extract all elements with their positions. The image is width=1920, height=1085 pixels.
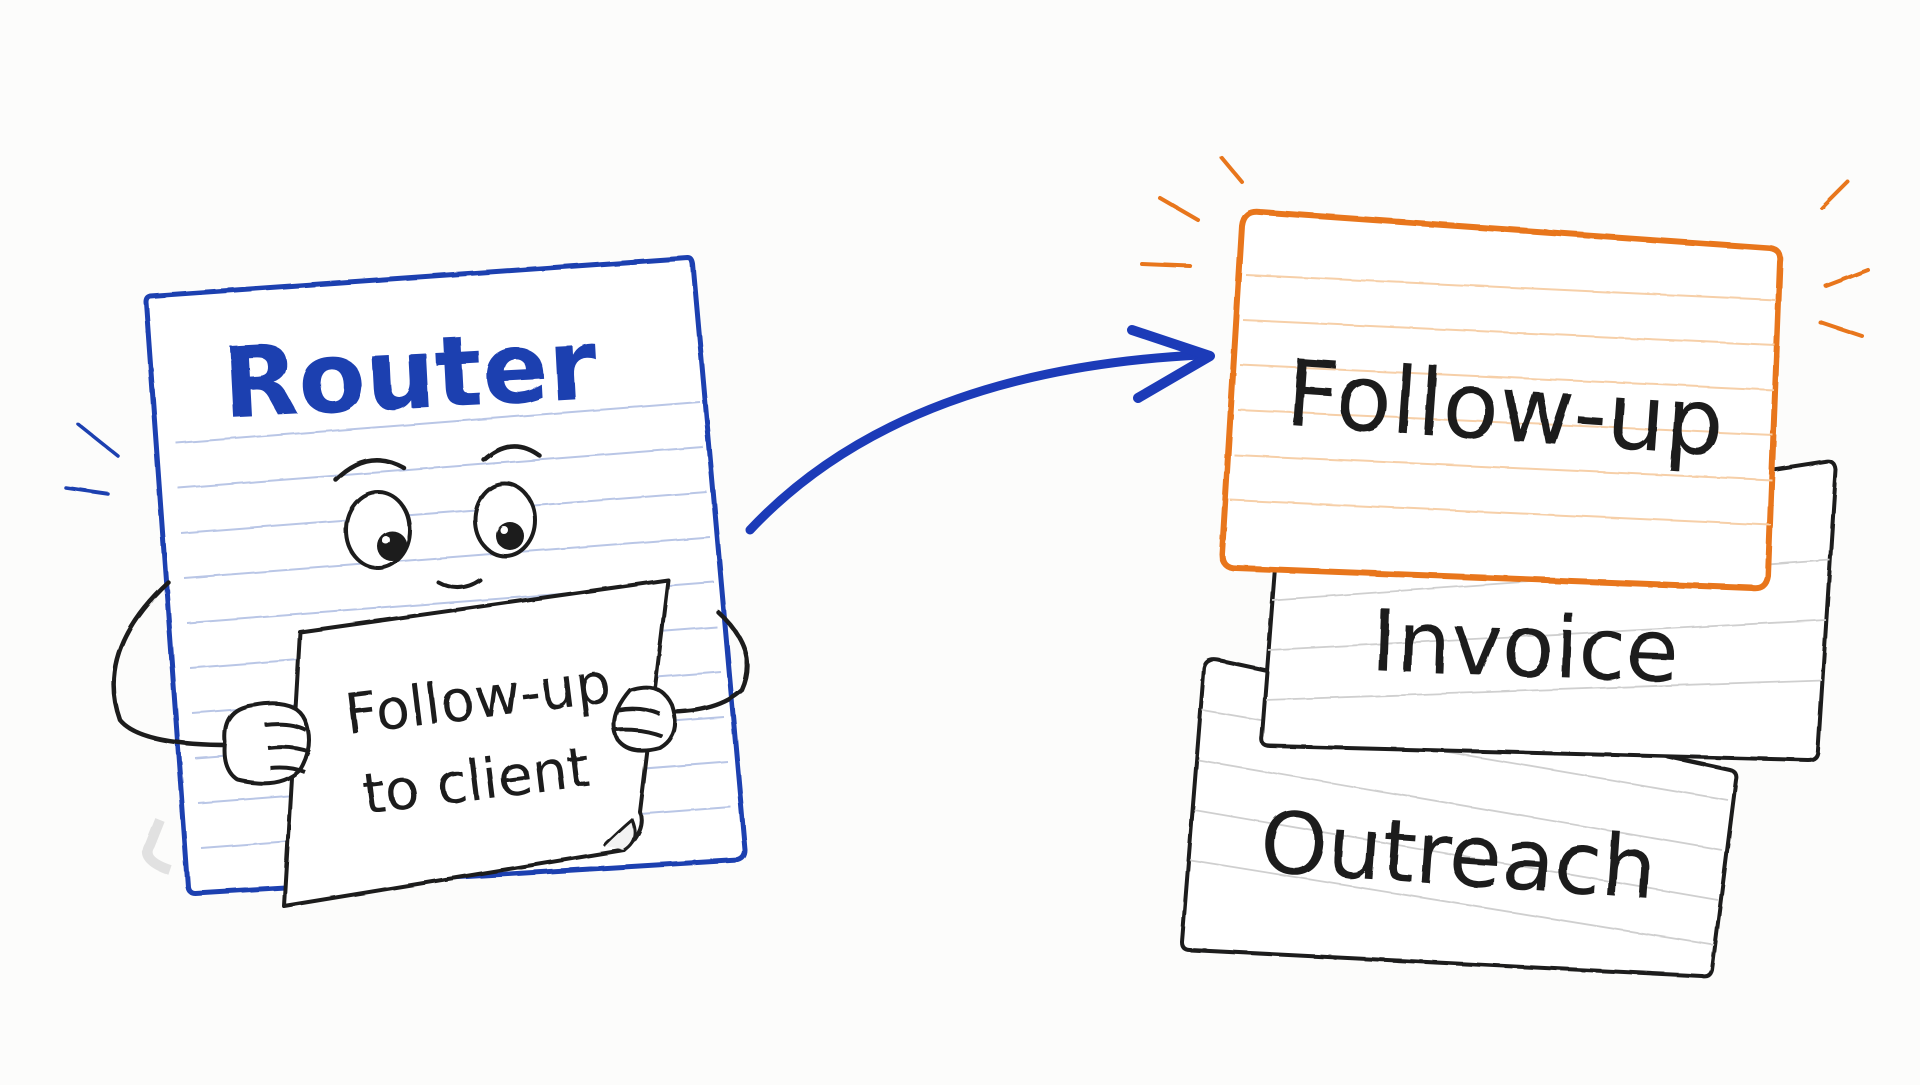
router-title: Router [220,308,600,441]
router-character: Router Follow-up to client [64,255,750,908]
router-smile [436,578,482,590]
motion-lines-left [64,422,120,496]
card-stack: Outreach Invoice Follow-up [1140,156,1870,979]
router-arms [111,579,750,748]
routing-arrow [745,325,1215,535]
router-eyebrows [333,444,543,483]
highlight-rays [1140,156,1870,338]
router-eyes [344,482,537,570]
card-label-invoice: Invoice [1370,592,1681,703]
router-hands [222,685,677,786]
card-follow-up[interactable]: Follow-up [1219,208,1784,592]
